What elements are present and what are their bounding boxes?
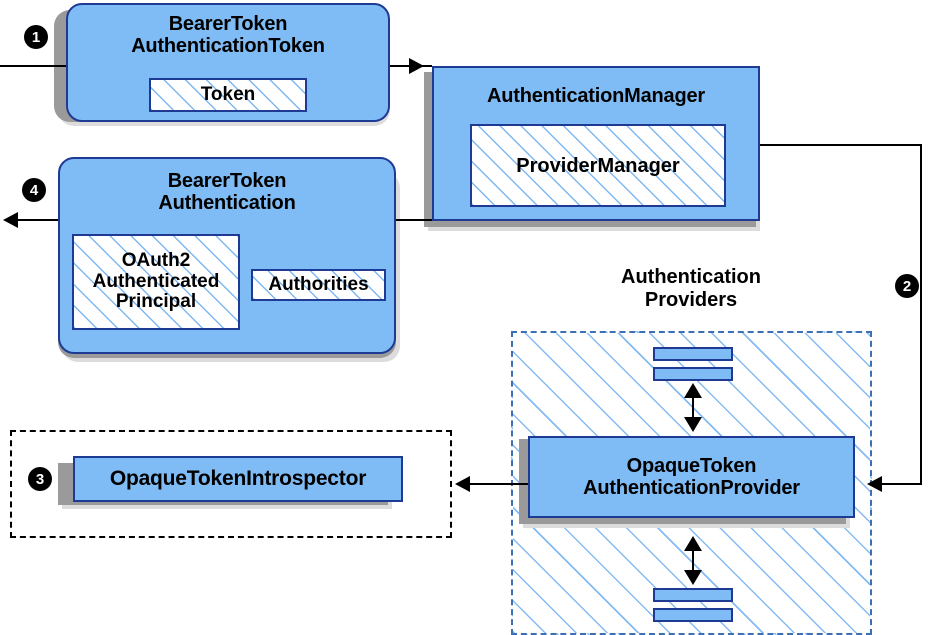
- bearer-token-authentication-title: BearerToken Authentication: [158, 170, 296, 215]
- bearer-token-authentication-token-title: BearerToken AuthenticationToken: [131, 13, 325, 58]
- arrowhead-to-introspector: [455, 476, 470, 492]
- connector-manager-to-authentication: [396, 219, 436, 221]
- token-sub-box[interactable]: Token: [149, 78, 307, 112]
- authentication-providers-label: Authentication Providers: [621, 266, 761, 311]
- provider-bar-top-1: [653, 347, 733, 361]
- provider-bar-bottom-1: [653, 588, 733, 602]
- arrowhead-into-provider: [867, 476, 882, 492]
- step-marker-1: 1: [24, 25, 48, 49]
- authorities-sub-box[interactable]: Authorities: [251, 269, 386, 301]
- provider-manager-sub-box[interactable]: ProviderManager: [470, 124, 726, 207]
- arrowhead-bottom-down: [684, 570, 702, 585]
- step-marker-2: 2: [895, 274, 919, 298]
- opaque-token-authentication-provider-title: OpaqueToken AuthenticationProvider: [583, 454, 800, 499]
- provider-bar-top-2: [653, 367, 733, 381]
- connector-manager-right: [758, 144, 922, 146]
- arrowhead-top-down: [684, 417, 702, 432]
- arrowhead-output: [3, 212, 18, 228]
- arrowhead-token-to-manager: [409, 58, 424, 74]
- authentication-manager-title: AuthenticationManager: [486, 85, 706, 107]
- arrowhead-bottom-up: [684, 536, 702, 551]
- opaque-token-introspector-title: OpaqueTokenIntrospector: [109, 467, 367, 491]
- oauth2-authenticated-principal-sub-box[interactable]: OAuth2 Authenticated Principal: [72, 234, 240, 330]
- step-marker-4: 4: [22, 178, 46, 202]
- connector-right-down: [920, 144, 922, 484]
- connector-into-provider: [872, 483, 922, 485]
- opaque-token-introspector-node[interactable]: OpaqueTokenIntrospector: [73, 456, 403, 502]
- provider-link-top: [692, 388, 694, 424]
- opaque-token-authentication-provider-node[interactable]: OpaqueToken AuthenticationProvider: [528, 436, 855, 518]
- provider-link-bottom: [692, 541, 694, 577]
- provider-bar-bottom-2: [653, 608, 733, 622]
- connector-input-to-bearer-token: [0, 65, 70, 67]
- connector-authentication-to-output: [15, 219, 70, 221]
- connector-provider-to-introspector: [468, 483, 531, 485]
- step-marker-3: 3: [28, 467, 52, 491]
- arrowhead-top-up: [684, 383, 702, 398]
